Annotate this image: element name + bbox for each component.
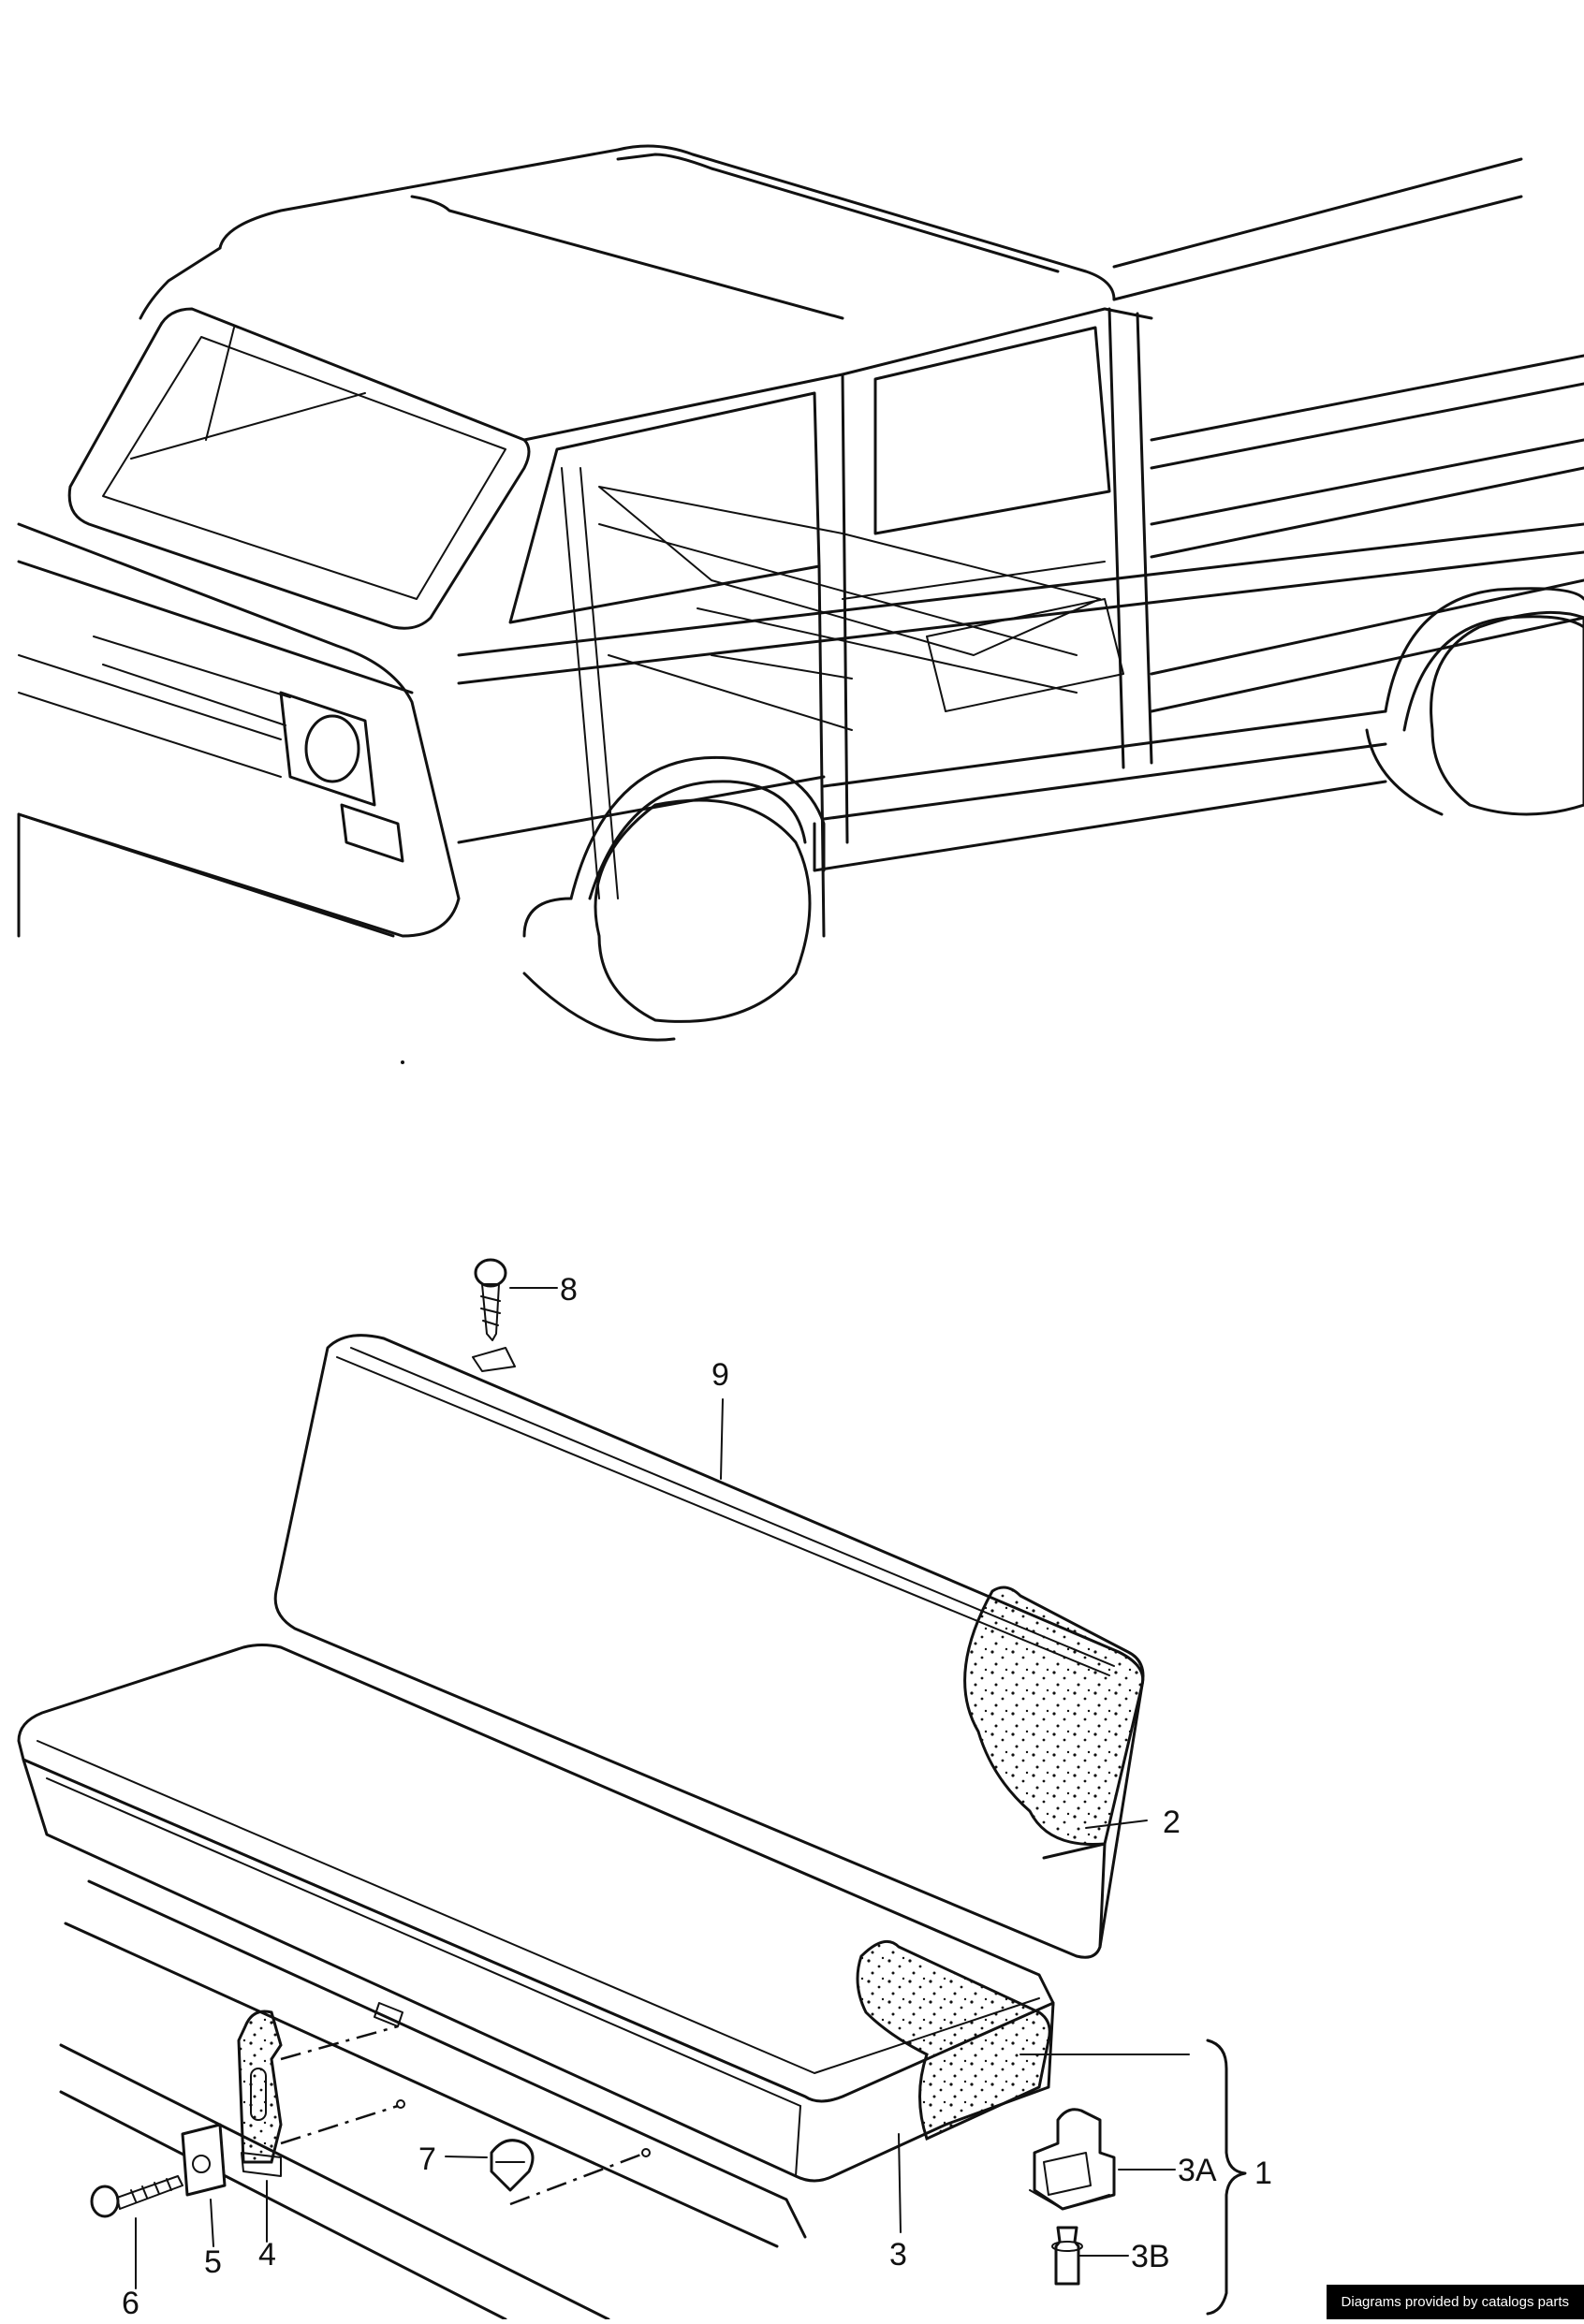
callout-labels: 8 9 2 1 3A 3B 3 7 4 5 6: [122, 1272, 1272, 2321]
callout-2-backrest: 2: [1163, 1805, 1181, 1840]
callout-1: 1: [1254, 2156, 1272, 2191]
pin-3B: [1051, 2226, 1083, 2286]
callout-7: 7: [418, 2141, 436, 2177]
diagram-credit: Diagrams provided by catalogs parts: [1326, 2285, 1584, 2319]
vehicle-illustration: [17, 144, 1584, 1064]
seat-bracket-4: [237, 2010, 283, 2177]
clip-3A: [1029, 2108, 1116, 2211]
leader-lines: [135, 1287, 1247, 2316]
backrest-foam-2: [963, 1586, 1145, 1847]
callout-5: 5: [204, 2244, 222, 2280]
callout-8: 8: [560, 1272, 578, 1308]
screw-6: [90, 2175, 183, 2218]
callout-3: 3: [889, 2237, 907, 2273]
washer-plate-5: [181, 2123, 227, 2197]
seat-foam-2: [856, 1939, 1051, 2141]
callout-4: 4: [258, 2237, 276, 2273]
plug-7: [490, 2139, 535, 2192]
bench-seat-assembly: [17, 1334, 1145, 2321]
callout-3B: 3B: [1131, 2239, 1170, 2274]
callout-9: 9: [711, 1357, 729, 1393]
screw-8: [472, 1258, 516, 1372]
callout-6: 6: [122, 2286, 139, 2319]
callout-3A: 3A: [1178, 2153, 1217, 2188]
backrest-9: [273, 1334, 1145, 1959]
